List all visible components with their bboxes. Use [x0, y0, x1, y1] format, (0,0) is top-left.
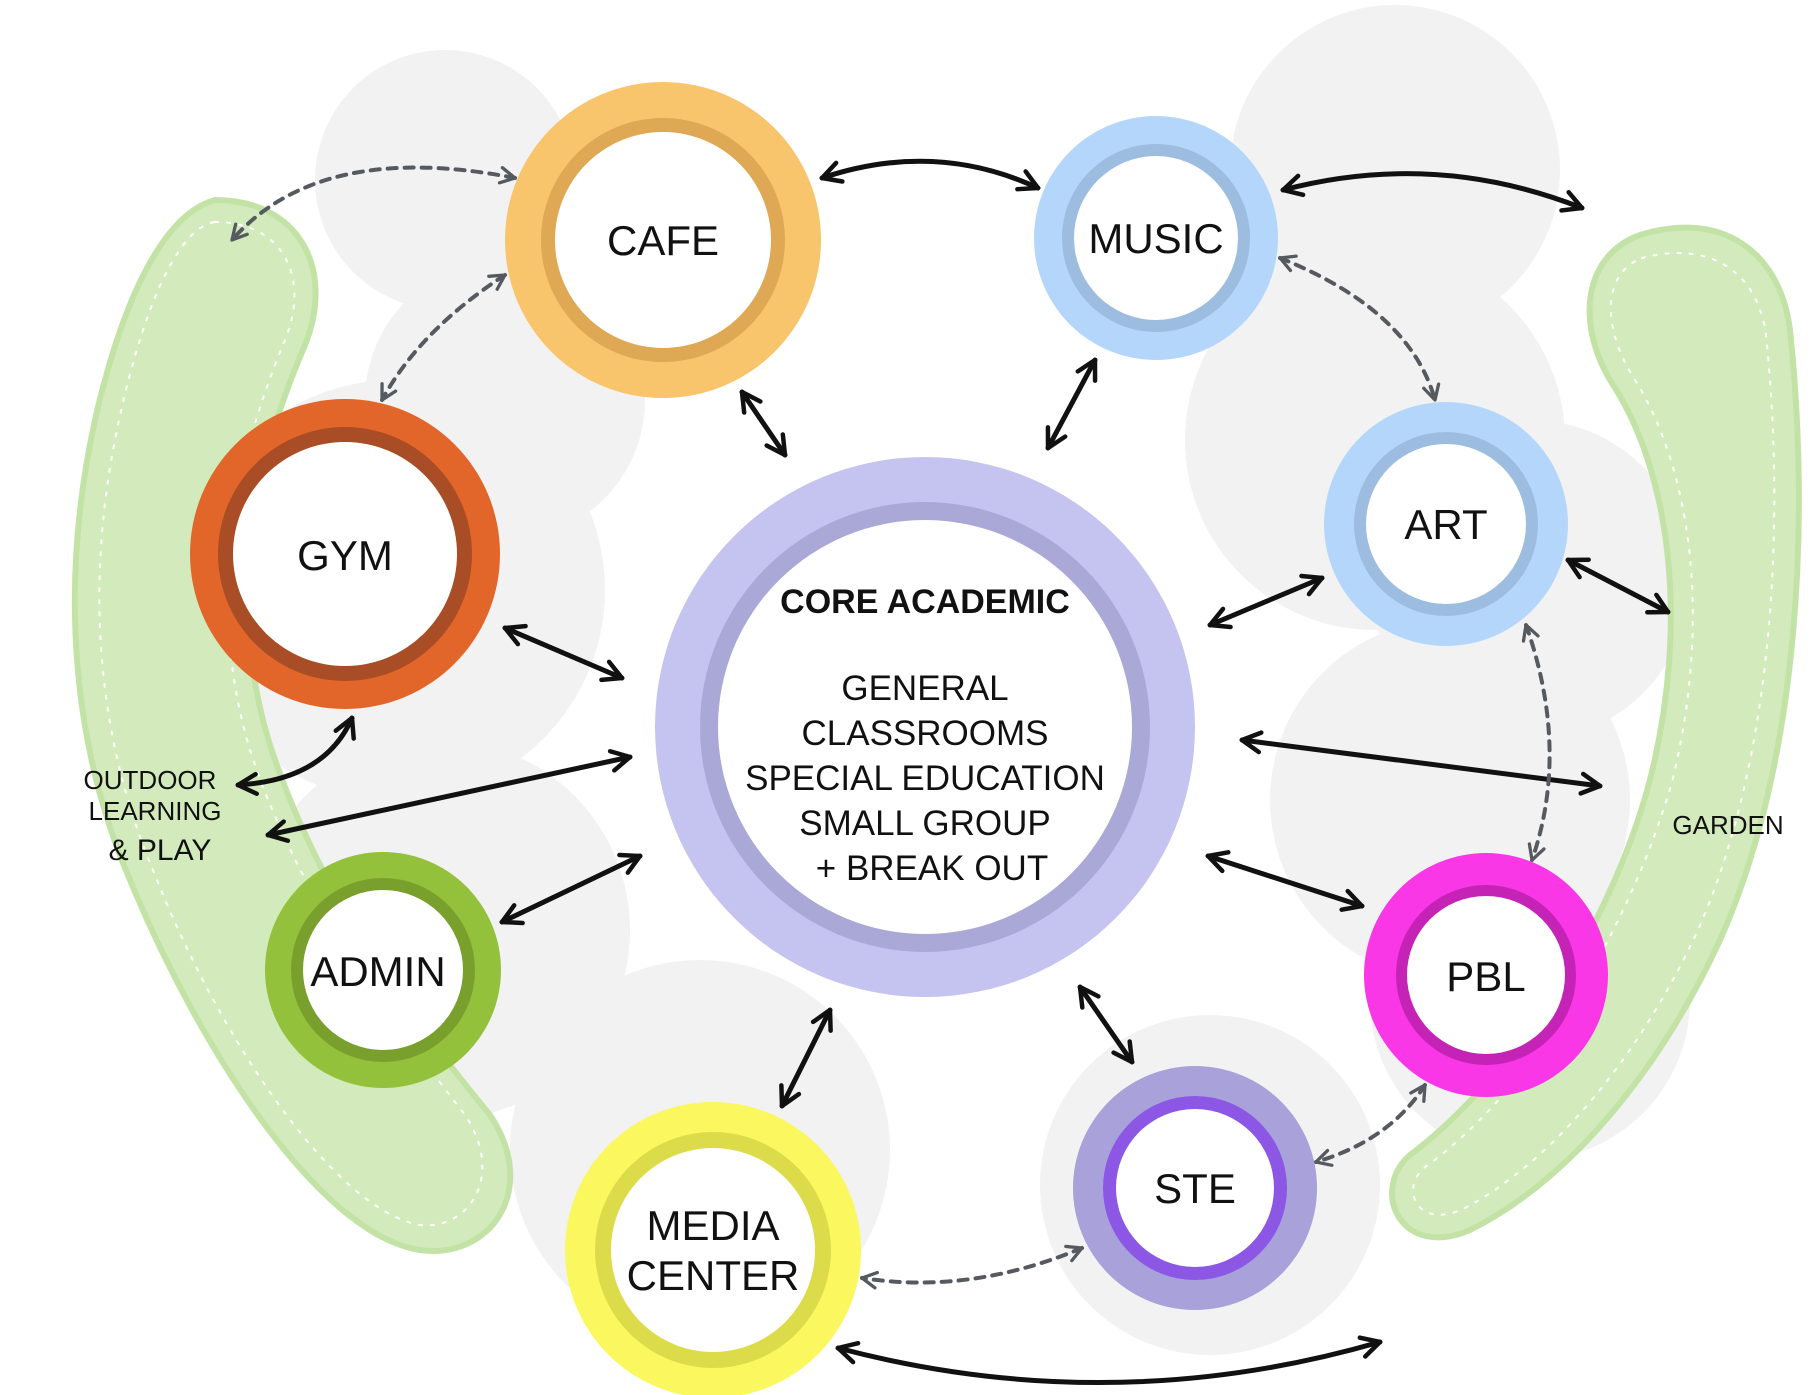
dashed-cafe-outdoor — [230, 165, 517, 242]
node-cafe: CAFE — [505, 82, 821, 398]
dashed-pbl-ste — [1314, 1083, 1427, 1167]
core-academic-node: CORE ACADEMIC GENERAL CLASSROOMS SPECIAL… — [655, 457, 1195, 997]
garden-zone — [1389, 224, 1802, 1241]
arrow-core-outdoor — [265, 749, 633, 843]
arrow-art-core — [1207, 573, 1325, 630]
dashed-art-pbl — [1521, 623, 1552, 862]
dashed-music-art — [1278, 254, 1441, 402]
bg-blob — [1230, 5, 1560, 335]
arrow-music-core — [1045, 357, 1098, 451]
core-line-5: + BREAK OUT — [816, 849, 1048, 888]
outdoor-label-line-3: & PLAY — [109, 834, 212, 867]
core-line-2: CLASSROOMS — [802, 714, 1049, 753]
core-line-3: SPECIAL EDUCATION — [745, 759, 1105, 798]
music-label: MUSIC — [1088, 215, 1223, 262]
node-music: MUSIC — [1034, 116, 1278, 360]
dashed-cafe-gym — [380, 273, 507, 402]
cafe-label: CAFE — [607, 217, 719, 264]
node-admin: ADMIN — [265, 852, 501, 1088]
pbl-center — [1407, 896, 1565, 1054]
media-center — [611, 1148, 815, 1352]
solid-connectors — [235, 158, 1671, 1385]
core-title: CORE ACADEMIC — [780, 583, 1070, 621]
cafe-center — [555, 132, 771, 348]
ste-center — [1116, 1109, 1274, 1267]
arrow-core-ste — [1077, 984, 1135, 1065]
arrow-media-garden — [835, 1335, 1383, 1385]
admin-label: ADMIN — [310, 948, 445, 995]
core-line-1: GENERAL — [841, 669, 1008, 708]
art-center — [1366, 444, 1526, 604]
node-ste: STE — [1073, 1066, 1317, 1310]
pbl-label: PBL — [1446, 953, 1525, 1000]
node-media-center: MEDIA CENTER — [565, 1102, 861, 1395]
arrow-cafe-music — [819, 158, 1041, 192]
arrow-music-garden — [1280, 171, 1585, 213]
core-center — [718, 520, 1132, 934]
arrow-gym-core — [502, 623, 625, 683]
arrow-cafe-core — [739, 389, 788, 458]
arrow-art-garden — [1565, 557, 1671, 615]
garden-label: GARDEN — [1672, 810, 1783, 840]
media-label-line-1: MEDIA — [646, 1202, 779, 1249]
outdoor-label-line-2: LEARNING — [89, 796, 222, 826]
node-pbl: PBL — [1364, 853, 1608, 1097]
core-line-4: SMALL GROUP — [799, 804, 1051, 843]
dashed-connectors — [230, 165, 1552, 1290]
ste-label: STE — [1154, 1165, 1236, 1212]
gym-label: GYM — [297, 532, 393, 579]
gym-center — [233, 442, 457, 666]
arrow-core-media — [779, 1007, 833, 1109]
arrow-core-pbl — [1205, 850, 1365, 912]
node-gym: GYM — [190, 399, 500, 709]
dashed-ste-media — [860, 1244, 1084, 1290]
art-label: ART — [1404, 501, 1487, 548]
admin-center — [303, 890, 463, 1050]
music-center — [1074, 156, 1238, 320]
arrow-admin-core — [499, 852, 643, 926]
node-art: ART — [1324, 402, 1568, 646]
media-label-line-2: CENTER — [627, 1252, 800, 1299]
outdoor-label-line-1: OUTDOOR — [84, 765, 217, 795]
